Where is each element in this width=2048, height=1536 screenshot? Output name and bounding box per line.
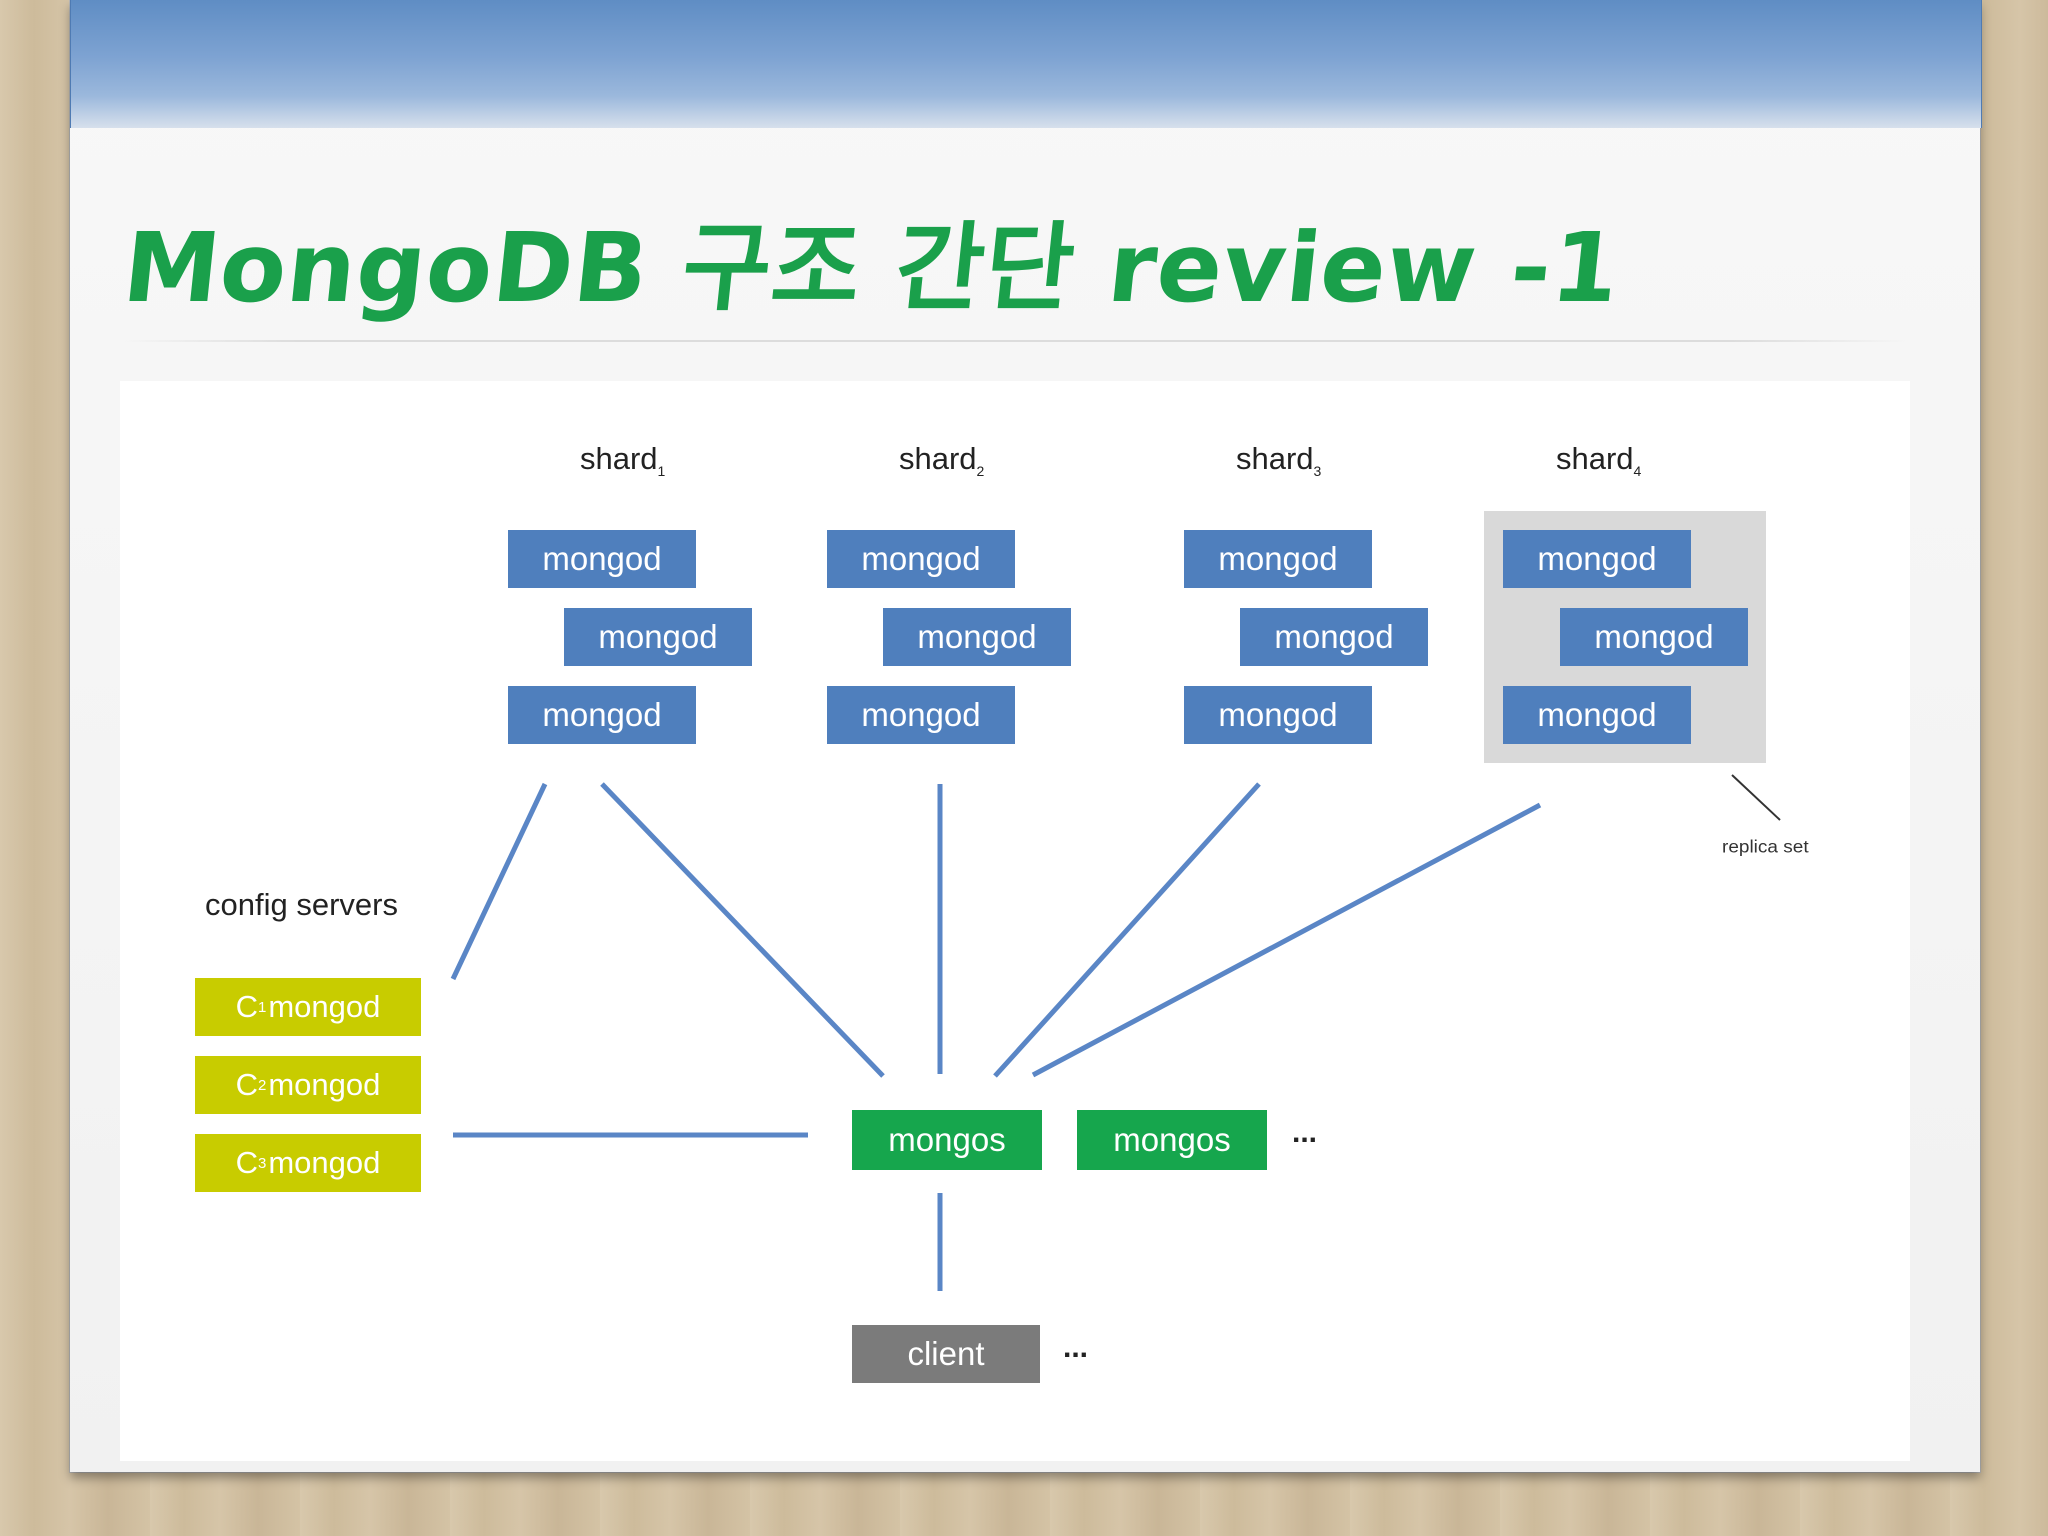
- connector-shard4-mongos: [1031, 802, 1542, 1078]
- shard4-mongod-3: mongod: [1503, 686, 1691, 744]
- replica-set-pointer: [1731, 774, 1781, 821]
- shard2-mongod-3: mongod: [827, 686, 1015, 744]
- shard-label-1: shard1: [580, 441, 666, 480]
- mongos-more-ellipsis: ...: [1292, 1116, 1318, 1149]
- shard-label-2: shard2: [899, 441, 985, 480]
- mongos-router-1: mongos: [852, 1110, 1042, 1170]
- connector-shard1-mongos: [600, 782, 885, 1078]
- shard-label-4: shard4: [1556, 441, 1642, 480]
- connector-shard3-mongos: [993, 782, 1261, 1078]
- shard3-mongod-3: mongod: [1184, 686, 1372, 744]
- connector-lines: [450, 774, 1781, 1291]
- notebook-header-band: [70, 0, 1982, 128]
- shard1-mongod-2: mongod: [564, 608, 752, 666]
- title-divider: [120, 340, 1910, 342]
- architecture-diagram: shard1 shard2 shard3 shard4 mongod mongo…: [120, 381, 1910, 1461]
- replica-set-label: replica set: [1722, 838, 1809, 857]
- shard3-mongod-2: mongod: [1240, 608, 1428, 666]
- shard3-mongod-1: mongod: [1184, 530, 1372, 588]
- slide-title: MongoDB 구조 간단 review -1: [118, 212, 1626, 324]
- shard1-mongod-3: mongod: [508, 686, 696, 744]
- shard1-mongod-1: mongod: [508, 530, 696, 588]
- client-more-ellipsis: ...: [1063, 1331, 1089, 1364]
- shard2-mongod-1: mongod: [827, 530, 1015, 588]
- mongos-router-2: mongos: [1077, 1110, 1267, 1170]
- shard4-mongod-2: mongod: [1560, 608, 1748, 666]
- shard2-mongod-2: mongod: [883, 608, 1071, 666]
- connector-shard1-config: [450, 782, 548, 981]
- shard4-mongod-1: mongod: [1503, 530, 1691, 588]
- shard-label-3: shard3: [1236, 441, 1322, 480]
- client-node: client: [852, 1325, 1040, 1383]
- config-servers-label: config servers: [205, 887, 398, 922]
